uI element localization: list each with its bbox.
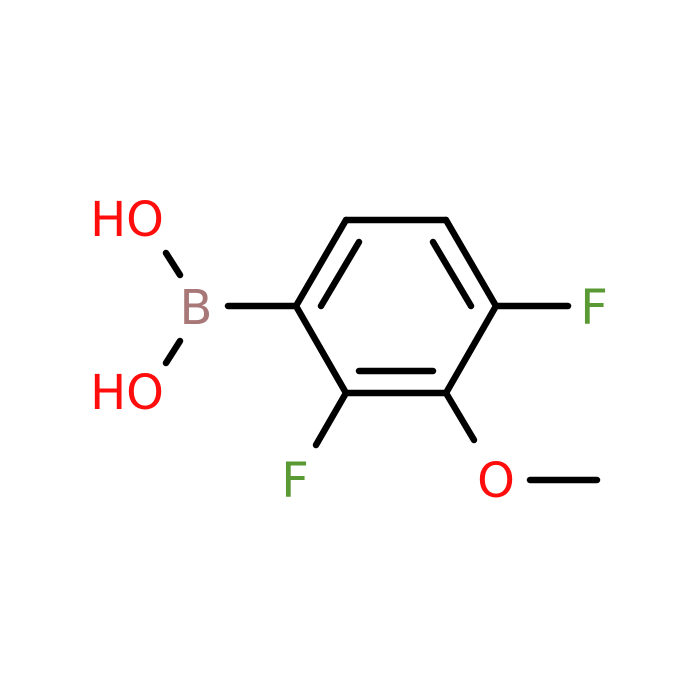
- atom-label-o-methoxy: O: [477, 453, 515, 509]
- atom-label-boron: B: [180, 280, 213, 336]
- ring-bond-c5-c6: [292, 302, 350, 397]
- bond-ring-o-methoxy: [442, 389, 478, 444]
- bond-boron-oh-top: [162, 249, 184, 279]
- bond-boron-oh-bottom: [162, 337, 184, 367]
- ring-double-bond-top-right: [429, 238, 475, 310]
- ring-bond-c3-c4: [442, 302, 500, 397]
- ring-bond-c6-c1: [292, 216, 350, 310]
- atom-label-f-right: F: [580, 280, 608, 336]
- ring-bond-c2-c3: [442, 216, 500, 310]
- ring-double-bond-top-left: [317, 238, 363, 310]
- bond-ring-f-bottom: [312, 389, 350, 449]
- atom-label-f-bottom: F: [281, 453, 309, 509]
- atom-label-ho-bottom: HO: [90, 365, 164, 421]
- atom-label-ho-top: HO: [90, 192, 164, 248]
